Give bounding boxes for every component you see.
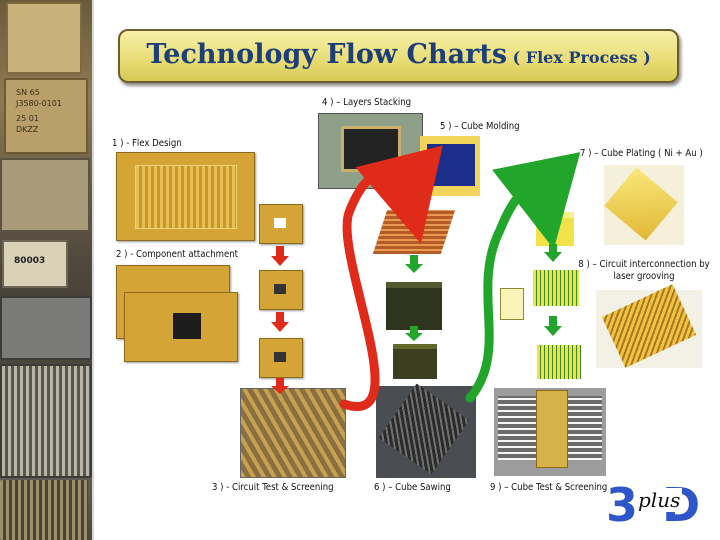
strip-divider: [92, 0, 94, 540]
chip-photo: [0, 364, 92, 478]
step-label-4: 4 ) – Layers Stacking: [322, 97, 412, 108]
step-label-2: 2 ) - Component attachment: [116, 249, 238, 260]
groove-detail-diagram: [500, 288, 524, 320]
red-down-arrow-3: [271, 378, 289, 394]
flex-unit-3: [259, 338, 303, 378]
green-down-arrow-2: [405, 326, 423, 341]
strip-label: J3580-0101: [16, 99, 62, 108]
step-label-7: 7 ) – Cube Plating ( Ni + Au ): [580, 148, 703, 159]
red-down-arrow-1: [271, 246, 289, 266]
flex-design-board: [116, 152, 255, 241]
strip-label: DKZZ: [16, 125, 39, 134]
board-inner-pattern: [135, 165, 237, 229]
cube-test-photo: [494, 388, 606, 476]
chip-photo: SN 65 J3580-0101 25 01 DKZZ: [4, 78, 88, 154]
unit-pad: [274, 284, 286, 294]
cube-plating-photo: [604, 165, 684, 245]
page-title: Technology Flow Charts ( Flex Process ): [120, 39, 677, 70]
step-label-3: 3 ) - Circuit Test & Screening: [212, 482, 334, 493]
title-banner: Technology Flow Charts ( Flex Process ): [118, 29, 679, 83]
strip-label: SN 65: [16, 88, 40, 97]
grooved-cube-diagram-1: [533, 270, 579, 306]
step-label-1: 1 ) - Flex Design: [112, 138, 182, 149]
flex-unit-1: [259, 204, 303, 244]
green-down-arrow-1: [405, 255, 423, 273]
logo-plus-text: plus: [636, 488, 683, 512]
title-subtitle: ( Flex Process ): [512, 48, 651, 67]
green-down-arrow-3: [544, 244, 562, 262]
unit-pad: [274, 218, 286, 228]
step-label-8: 8 ) – Circuit interconnection by laser g…: [578, 259, 710, 282]
sawn-black-cube: [393, 344, 437, 379]
logo-3-glyph: 3: [606, 478, 639, 532]
molded-black-cube: [386, 282, 442, 330]
red-flow-arrow: [339, 145, 443, 411]
green-down-arrow-4: [544, 316, 562, 336]
cube-sawing-photo: [376, 383, 476, 478]
step-label-9: 9 ) – Cube Test & Screening: [490, 482, 608, 493]
left-photo-strip: SN 65 J3580-0101 25 01 DKZZ 80003: [0, 0, 92, 540]
strip-label: 25 01: [16, 114, 39, 123]
chip-photo: [0, 158, 90, 232]
grooved-cube-diagram-2: [537, 345, 581, 379]
unit-pad: [274, 352, 286, 362]
circuit-test-photo: [240, 388, 346, 478]
company-logo: 3 D plus: [606, 478, 714, 532]
chip-photo: 80003: [2, 240, 68, 288]
green-flow-arrow: [465, 152, 581, 403]
red-down-arrow-2: [271, 312, 289, 332]
step-label-5: 5 ) – Cube Molding: [440, 121, 520, 132]
component-board-front: [124, 292, 238, 362]
flex-unit-2: [259, 270, 303, 310]
step-label-6: 6 ) – Cube Sawing: [374, 482, 451, 493]
chip-photo: [6, 2, 82, 74]
component-chip: [173, 313, 201, 339]
laser-grooving-photo: [596, 284, 702, 368]
test-cube: [536, 390, 568, 468]
title-main: Technology Flow Charts: [146, 39, 508, 70]
strip-label: 80003: [14, 256, 46, 266]
chip-photo: [0, 480, 88, 540]
chip-photo: [0, 296, 92, 360]
